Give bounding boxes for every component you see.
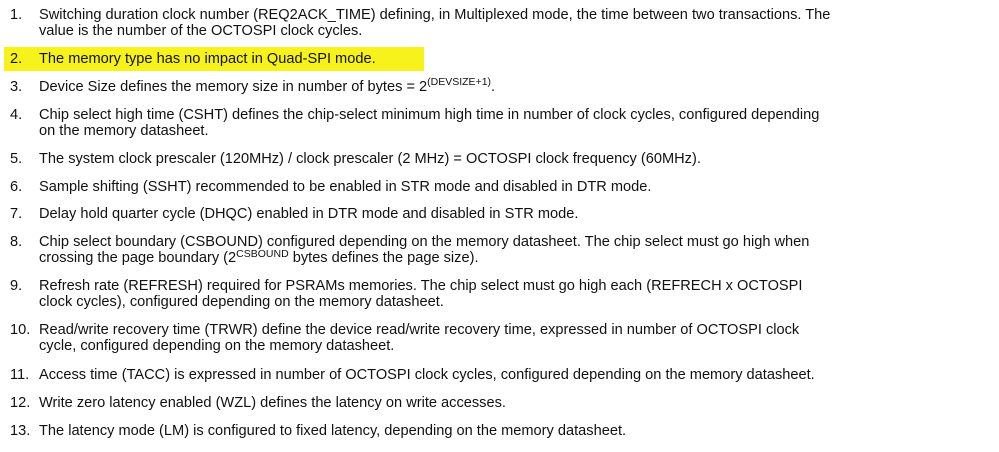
item-text-end: . — [491, 79, 496, 95]
text-highlight — [4, 47, 424, 71]
item-number: 4. — [10, 107, 23, 123]
item-text-line-1: Access time (TACC) is expressed in numbe… — [39, 367, 815, 383]
item-text-line-1: Write zero latency enabled (WZL) defines… — [39, 395, 506, 411]
item-number: 6. — [10, 179, 23, 195]
item-text: Read/write recovery time (TRWR) define t… — [39, 322, 979, 354]
item-text-line-1: Device Size defines the memory size in n… — [39, 76, 979, 96]
csbound-superscript: CSBOUND — [236, 247, 289, 260]
item-text-main: Device Size defines the memory size in n… — [39, 79, 428, 95]
item-text-line-1: The system clock prescaler (120MHz) / cl… — [39, 151, 701, 167]
item-number: 1. — [10, 7, 23, 23]
item-text-line-1: Sample shifting (SSHT) recommended to be… — [39, 179, 652, 195]
item-number: 10. — [10, 322, 31, 338]
item-text: Sample shifting (SSHT) recommended to be… — [39, 179, 979, 196]
item-text-line-1: Chip select high time (CSHT) defines the… — [39, 107, 820, 123]
item-text-line-2: clock cycles), configured depending on t… — [39, 293, 444, 310]
item-text: The latency mode (LM) is configured to f… — [39, 423, 979, 440]
item-text-line-2: value is the number of the OCTOSPI clock… — [39, 22, 363, 39]
item-text-line-1: Switching duration clock number (REQ2ACK… — [39, 7, 831, 23]
item-number: 2. — [10, 51, 23, 67]
item-number: 7. — [10, 206, 23, 222]
item-text-line-1: The memory type has no impact in Quad-SP… — [39, 51, 376, 67]
item-number: 11. — [10, 367, 30, 383]
item-text: Device Size defines the memory size in n… — [39, 76, 979, 96]
item-text-end: bytes defines the page size). — [288, 249, 479, 266]
item-number: 5. — [10, 151, 23, 167]
item-text: Refresh rate (REFRESH) required for PSRA… — [39, 278, 979, 310]
devsize-superscript: (DEVSIZE+1) — [427, 76, 492, 88]
item-text: Switching duration clock number (REQ2ACK… — [39, 7, 979, 39]
item-text-line-1: Delay hold quarter cycle (DHQC) enabled … — [39, 206, 579, 222]
item-text: The memory type has no impact in Quad-SP… — [39, 51, 979, 68]
item-text: Chip select boundary (CSBOUND) configure… — [39, 234, 979, 267]
item-number: 9. — [10, 278, 23, 294]
item-text-line-1: Chip select boundary (CSBOUND) configure… — [39, 234, 810, 250]
item-number: 8. — [10, 234, 23, 250]
item-text-line-2: cycle, configured depending on the memor… — [39, 337, 395, 354]
item-number: 13. — [10, 423, 31, 439]
item-text: Chip select high time (CSHT) defines the… — [39, 107, 979, 139]
item-text-line-2: on the memory datasheet. — [39, 122, 209, 139]
item-text: Write zero latency enabled (WZL) defines… — [39, 395, 979, 412]
item-text-line-2: crossing the page boundary (2CSBOUND byt… — [39, 247, 979, 267]
item-text-line-1: Refresh rate (REFRESH) required for PSRA… — [39, 278, 803, 294]
item-text-start: crossing the page boundary (2 — [39, 249, 237, 266]
item-number: 3. — [10, 79, 23, 95]
item-text: Delay hold quarter cycle (DHQC) enabled … — [39, 206, 979, 223]
item-text-line-1: Read/write recovery time (TRWR) define t… — [39, 322, 800, 338]
item-text: The system clock prescaler (120MHz) / cl… — [39, 151, 979, 168]
item-text: Access time (TACC) is expressed in numbe… — [39, 367, 979, 384]
item-number: 12. — [10, 395, 31, 411]
item-text-line-1: The latency mode (LM) is configured to f… — [39, 423, 627, 439]
